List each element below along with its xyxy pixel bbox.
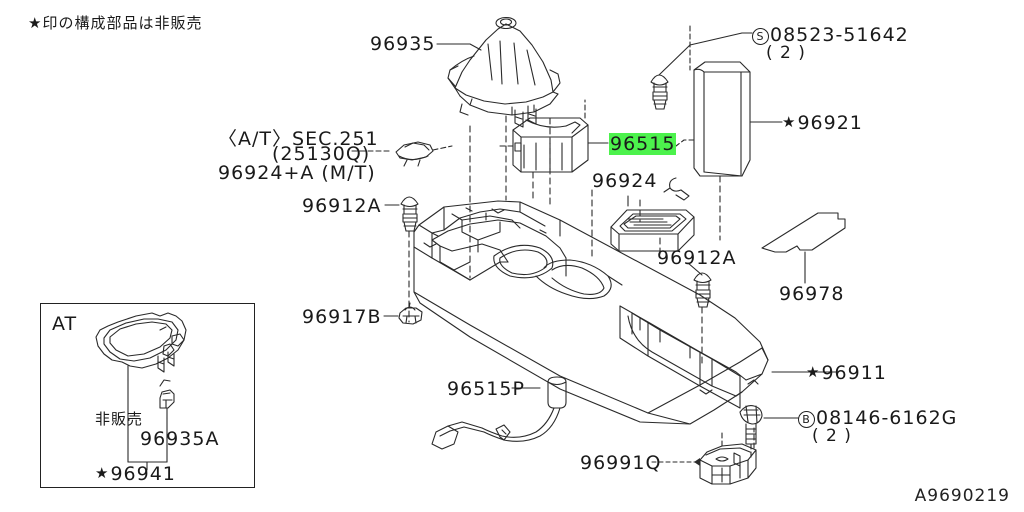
part-96911-console-body xyxy=(413,200,769,425)
leader-96924a-2 xyxy=(432,145,453,151)
callout-96912a-right: 96912A xyxy=(657,247,737,269)
inset-title-at: AT xyxy=(52,313,78,335)
part-96935-shift-boot xyxy=(447,16,561,128)
star-symbol-96941: ★ xyxy=(95,464,110,482)
part-96912a-clip-left xyxy=(400,196,419,232)
part-96917b-clip xyxy=(398,302,423,325)
fastener-08523-51642 xyxy=(650,74,669,110)
callout-25130q: (25130Q) xyxy=(272,143,371,165)
callout-96515: 96515 xyxy=(609,133,677,155)
callout-at-sec-251: 〈A/T〉SEC.251 xyxy=(218,128,379,150)
fastener-s-number: 08523-51642 xyxy=(770,24,909,46)
part-96924a-clip xyxy=(395,141,434,167)
fastener-s-qty: ( 2 ) xyxy=(766,43,806,63)
part-96515-ashtray xyxy=(512,117,589,173)
part-hook-detail xyxy=(663,177,690,201)
callout-96935: 96935 xyxy=(370,33,436,55)
callout-96911-text: 96911 xyxy=(821,362,887,384)
callout-96924-a-mt: 96924+A (M/T) xyxy=(218,162,376,184)
part-96991q-bracket xyxy=(699,443,757,485)
inset-callout-96941-text: 96941 xyxy=(110,463,176,485)
callout-96921-text: 96921 xyxy=(797,112,863,134)
callout-96978: 96978 xyxy=(779,283,845,305)
drawing-code: A9690219 xyxy=(914,486,1010,506)
inset-callout-96935a: 96935A xyxy=(140,428,220,450)
arrow-96991q xyxy=(694,458,700,466)
leader-08523 xyxy=(658,32,743,76)
fastener-08146-6162g xyxy=(739,405,763,445)
part-96912a-clip-right xyxy=(693,272,712,308)
dash-96921 xyxy=(675,139,695,147)
circle-s-symbol: S xyxy=(752,28,769,45)
inset-part-96941 xyxy=(95,312,187,419)
leader-96912a-right xyxy=(687,262,703,276)
inset-label-non-sale: 非販売 xyxy=(95,410,144,428)
inset-callout-96941: ★96941 xyxy=(95,463,176,485)
callout-96912a-left: 96912A xyxy=(302,195,382,217)
callout-96911: ★96911 xyxy=(806,362,887,384)
part-96924-tray xyxy=(610,209,695,252)
star-symbol-96911: ★ xyxy=(806,363,821,381)
circle-b-symbol: B xyxy=(798,411,815,428)
part-96978-mat xyxy=(761,212,846,253)
note-non-sale: ★印の構成部品は非販売 xyxy=(28,14,203,32)
callout-96515-text: 96515 xyxy=(609,133,677,155)
callout-96991q: 96991Q xyxy=(580,452,662,474)
fastener-b-qty: ( 2 ) xyxy=(812,426,852,446)
part-96515p-harness xyxy=(431,376,567,450)
callout-96917b: 96917B xyxy=(302,306,382,328)
star-symbol-96921: ★ xyxy=(782,113,797,131)
callout-96515p: 96515P xyxy=(447,378,525,400)
callout-96924: 96924 xyxy=(592,170,658,192)
part-96921-armrest-lid xyxy=(693,61,751,177)
inset-box-at xyxy=(40,303,255,488)
callout-96921: ★96921 xyxy=(782,112,863,134)
leader-96935 xyxy=(436,43,482,51)
fastener-b-number: 08146-6162G xyxy=(816,407,958,429)
